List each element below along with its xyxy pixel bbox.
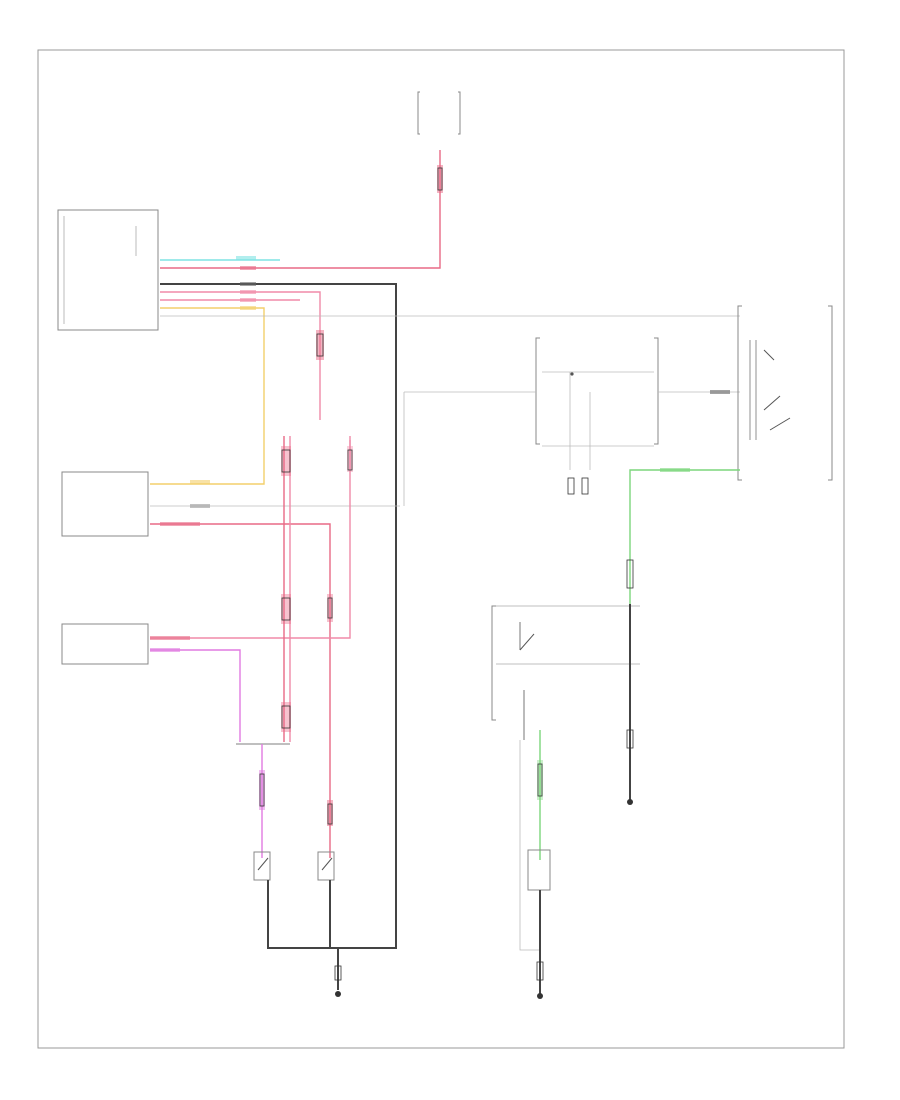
rear-power-compartment-module xyxy=(57,209,159,331)
sensor-wires xyxy=(519,730,551,999)
right-vertical-wire xyxy=(626,604,634,805)
power-liftgate-module xyxy=(61,623,149,665)
ground-g-left xyxy=(334,948,342,997)
liftgate-latch-switch-right xyxy=(317,851,335,948)
seat-control-module xyxy=(61,471,149,537)
module-output-wires xyxy=(150,259,740,949)
turn-signal-switch xyxy=(737,305,833,481)
hot-at-all-times-relay xyxy=(491,605,640,740)
liftgate-latch-switch-left xyxy=(253,851,271,948)
fuse-block xyxy=(417,91,461,135)
rear-window-wires xyxy=(658,390,740,394)
latch-switch-wires xyxy=(259,640,333,858)
green-signal-wire xyxy=(626,468,740,604)
ground-g-right xyxy=(567,477,589,495)
module-connector-marks xyxy=(236,256,324,360)
seat-module-wires xyxy=(150,480,400,640)
liftgate-module-wires xyxy=(150,440,351,742)
diagram-frame xyxy=(37,49,845,1049)
center-vertical-wires xyxy=(236,436,353,745)
red-feed-wire xyxy=(160,150,443,269)
rear-window-switch xyxy=(403,337,659,506)
